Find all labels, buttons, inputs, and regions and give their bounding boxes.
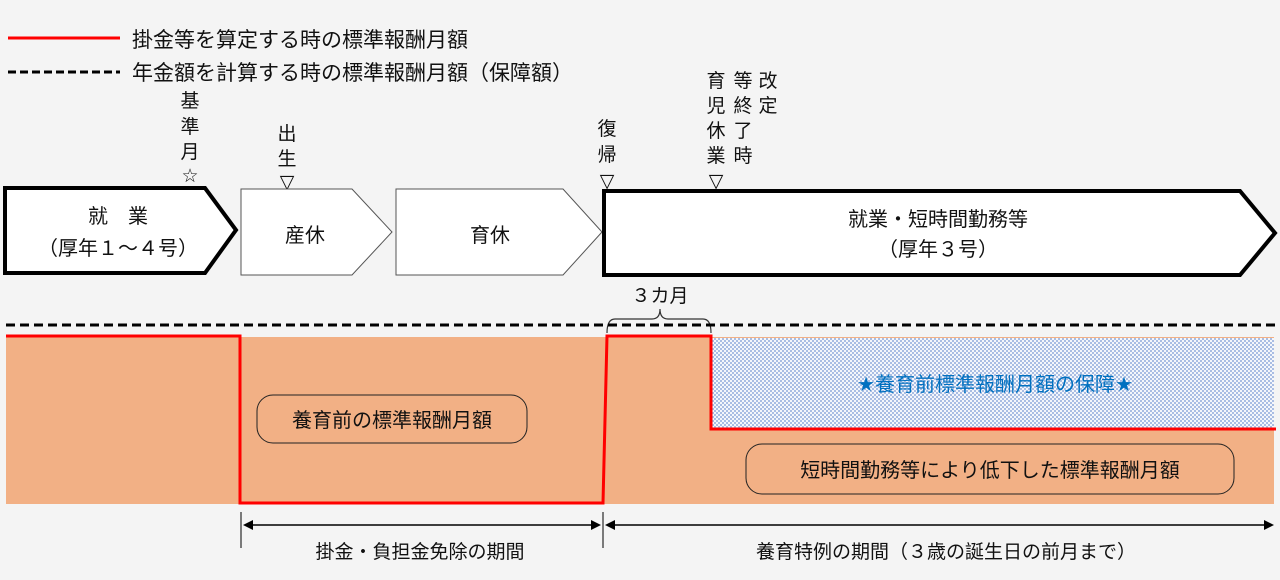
phase-childcare-label: 育休 <box>470 223 510 247</box>
phase-work-sublabel: （厚年１～４号） <box>38 236 198 260</box>
phase-short-work-sublabel: （厚年３号） <box>878 237 998 261</box>
marker-birth-1: 出 <box>277 123 296 145</box>
marker-revision-1: 育 <box>706 70 725 92</box>
guarantee-label: ★養育前標準報酬月額の保障★ <box>857 372 1133 396</box>
marker-revision-1: 児 <box>706 95 725 117</box>
phase-maternity <box>240 188 393 276</box>
special-period-label: 養育特例の期間（３歳の誕生日の前月まで） <box>756 541 1136 563</box>
marker-birth-2: 生 <box>277 148 296 170</box>
pre-childcare-label: 養育前の標準報酬月額 <box>292 408 492 432</box>
marker-revision-3: 改 <box>758 70 777 92</box>
marker-base-month-2: 準 <box>180 116 199 138</box>
marker-revision-1: 休 <box>706 120 725 142</box>
brace-icon <box>606 308 712 334</box>
marker-revision-2: 了 <box>733 120 752 142</box>
marker-base-month-3: 月 <box>180 141 199 163</box>
marker-revision-2: 等 <box>733 70 752 92</box>
marker-revision-1: 業 <box>706 145 725 167</box>
reduced-amount-box <box>745 443 1235 495</box>
marker-revision-2: 終 <box>733 95 752 117</box>
phase-short-work-label: 就業・短時間勤務等 <box>848 207 1028 231</box>
legend-solid-label: 掛金等を算定する時の標準報酬月額 <box>132 28 468 52</box>
exemption-period-arrow <box>243 520 601 530</box>
phase-short-work <box>602 189 1278 277</box>
marker-revision-2: 時 <box>733 145 752 167</box>
legend-dashed-label: 年金額を計算する時の標準報酬月額（保障額） <box>132 61 573 85</box>
special-period-arrow <box>605 520 1274 530</box>
triangle-down-icon: ▽ <box>600 170 615 192</box>
phase-work-label: 就 業 <box>88 204 148 228</box>
reduced-amount-label: 短時間勤務等により低下した標準報酬月額 <box>800 458 1180 482</box>
phase-maternity-label: 産休 <box>285 223 325 247</box>
phase-work <box>3 186 239 275</box>
marker-return-2: 帰 <box>597 144 616 166</box>
star-icon: ☆ <box>181 165 198 187</box>
pre-childcare-box <box>256 394 528 444</box>
marker-return-1: 復 <box>597 118 616 140</box>
marker-base-month-1: 基 <box>180 90 199 112</box>
triangle-down-icon: ▽ <box>709 170 724 192</box>
guarantee-area <box>711 338 1274 429</box>
contribution-red-line <box>6 334 1276 505</box>
three-months-label: ３カ月 <box>631 285 688 307</box>
marker-revision-3: 定 <box>758 95 777 117</box>
exemption-period-label: 掛金・負担金免除の期間 <box>315 541 524 563</box>
phase-childcare <box>395 188 603 276</box>
triangle-down-icon: ▽ <box>280 171 295 193</box>
